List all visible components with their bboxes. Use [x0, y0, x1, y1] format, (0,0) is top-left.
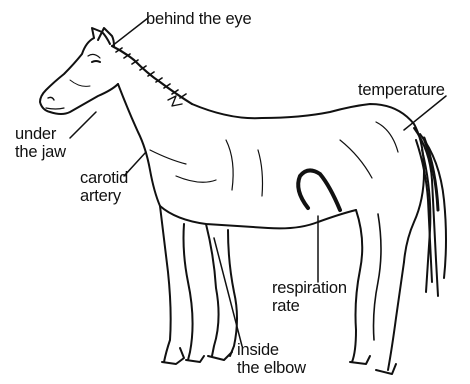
pointer-temperature [404, 96, 446, 130]
label-behind-the-eye-text: behind the eye [146, 10, 251, 28]
label-carotid-artery: carotid artery [80, 169, 128, 205]
label-carotid-artery-line1: carotid [80, 169, 128, 187]
label-under-the-jaw-line2: the jaw [15, 143, 66, 161]
respiration-curve [298, 170, 340, 210]
label-respiration-rate-line1: respiration [272, 279, 347, 297]
label-respiration-rate: respiration rate [272, 279, 347, 315]
pointer-behind-eye [112, 18, 148, 46]
label-inside-the-elbow-line2: the elbow [237, 359, 306, 377]
label-respiration-rate-line2: rate [272, 297, 347, 315]
label-under-the-jaw-line1: under [15, 125, 66, 143]
horse-head [40, 28, 118, 114]
horse-mane [112, 46, 192, 104]
label-inside-the-elbow-line1: inside [237, 341, 306, 359]
horse-hind-legs [350, 210, 404, 374]
label-temperature-text: temperature [358, 81, 445, 99]
label-carotid-artery-line2: artery [80, 187, 128, 205]
label-inside-the-elbow: inside the elbow [237, 341, 306, 377]
label-temperature: temperature [358, 81, 445, 99]
label-under-the-jaw: under the jaw [15, 125, 66, 161]
pointer-under-jaw [70, 112, 96, 138]
label-behind-the-eye: behind the eye [146, 10, 251, 28]
